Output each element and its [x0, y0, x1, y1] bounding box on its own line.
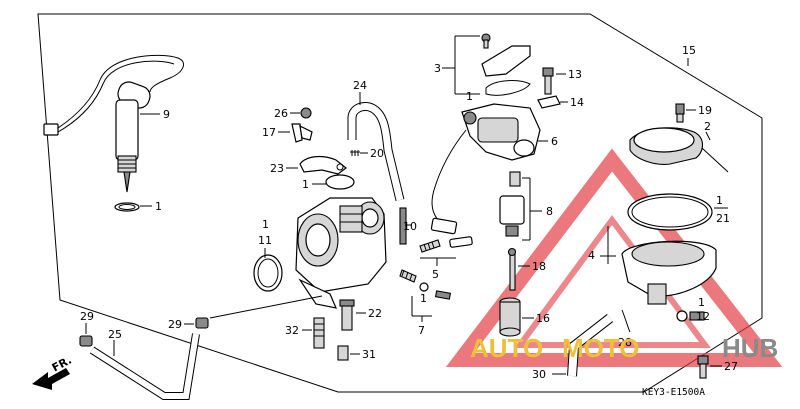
callout-27: 27: [724, 360, 738, 373]
watermark-hub: HUB: [722, 333, 778, 363]
part-31-jet: [337, 345, 349, 361]
watermark-text: AUTO MOTO HUB: [470, 333, 778, 363]
part-17-clip: [291, 123, 313, 143]
callout-1e: 1: [466, 90, 473, 103]
part-5-screw-set: [419, 236, 473, 253]
part-29-clamp-b: [79, 335, 93, 347]
callout-10: 10: [403, 220, 417, 233]
callout-12: 12: [696, 310, 710, 323]
callout-7: 7: [418, 324, 425, 337]
callout-1d: 1: [420, 292, 427, 305]
callout-13: 13: [568, 68, 582, 81]
part-8-valve: [499, 171, 525, 237]
callout-3: 3: [434, 62, 441, 75]
callout-30: 30: [532, 368, 546, 381]
part-26-screw: [300, 107, 312, 119]
callout-31: 31: [362, 348, 376, 361]
callout-1b: 1: [302, 178, 309, 191]
part-22-jet: [339, 299, 355, 331]
part-2-pin: [701, 147, 729, 173]
callout-26: 26: [274, 107, 288, 120]
callout-11: 11: [258, 234, 272, 247]
callout-2: 2: [704, 120, 711, 133]
diagram-code: KEY3-E1500A: [642, 387, 705, 398]
callout-24: 24: [353, 79, 367, 92]
watermark-auto: AUTO: [470, 333, 543, 363]
part-16-piston: [499, 297, 521, 337]
callout-32: 32: [285, 324, 299, 337]
part-28-screw: [621, 309, 631, 333]
part-20-spring: [350, 150, 360, 156]
part-1-oring-upper: [325, 174, 355, 190]
callout-19: 19: [698, 104, 712, 117]
part-13-bolt: [542, 67, 554, 95]
front-direction-arrow: FR.: [32, 353, 74, 390]
part-30-drain-hose: [567, 314, 614, 377]
callout-1g: 1: [698, 296, 705, 309]
callout-29b: 29: [168, 318, 182, 331]
part-23-plate: [299, 155, 347, 175]
part-19-pin: [675, 103, 685, 123]
part-12-screw: [676, 310, 705, 322]
part-1-gasket-top: [485, 80, 531, 96]
callout-1c: 1: [262, 218, 269, 231]
part-14-clip: [537, 95, 561, 109]
callout-25: 25: [108, 328, 122, 341]
callout-1a: 1: [155, 200, 162, 213]
part-21-gasket: [627, 193, 713, 231]
callout-6: 6: [551, 135, 558, 148]
callout-1f: 1: [716, 194, 723, 207]
part-float: [629, 127, 704, 165]
callout-22: 22: [368, 307, 382, 320]
callout-28: 28: [618, 336, 632, 349]
callout-29a: 29: [80, 310, 94, 323]
part-7-screw-set: [399, 269, 452, 300]
callout-8: 8: [546, 205, 553, 218]
part-29-clamp-a: [195, 317, 209, 329]
part-connector: [430, 217, 458, 235]
part-9-sensor-cable: [43, 54, 185, 212]
part-27-bolt: [697, 355, 709, 379]
part-4-float-chamber: [621, 240, 717, 305]
callout-15: 15: [682, 44, 696, 57]
callout-21: 21: [716, 212, 730, 225]
callout-9: 9: [163, 108, 170, 121]
part-32-jet: [313, 317, 325, 349]
callout-4: 4: [588, 249, 595, 262]
callout-17: 17: [262, 126, 276, 139]
callout-14: 14: [570, 96, 584, 109]
part-3-bracket: [481, 33, 531, 77]
callout-5: 5: [432, 268, 439, 281]
part-18-needle: [507, 247, 517, 291]
part-25-hose: [89, 333, 200, 400]
watermark-moto: MOTO: [562, 333, 640, 363]
callout-23: 23: [270, 162, 284, 175]
callout-20: 20: [370, 147, 384, 160]
part-carburetor-body: [295, 197, 407, 309]
callout-18: 18: [532, 260, 546, 273]
part-6-actuator: [461, 103, 541, 161]
part-24-hose: [347, 101, 405, 202]
part-11-gasket: [253, 254, 283, 292]
callout-16: 16: [536, 312, 550, 325]
